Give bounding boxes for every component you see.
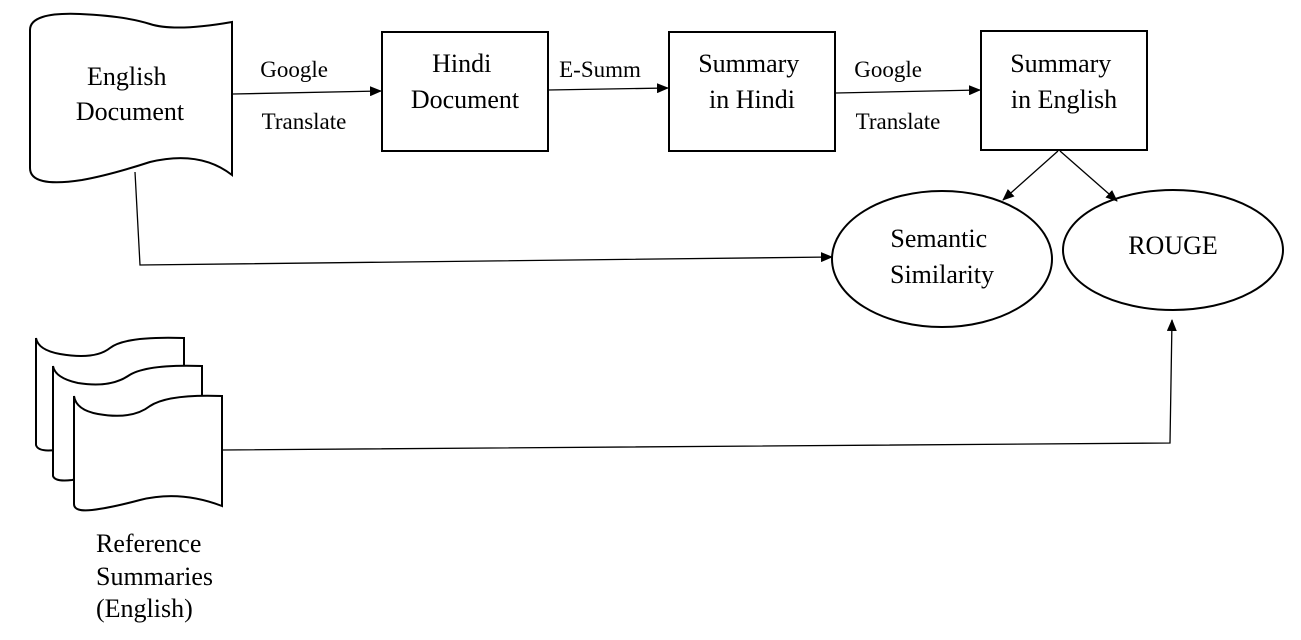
hindi-document-line-1: Hindi xyxy=(432,49,491,78)
edge-reference-summaries-to-rouge xyxy=(222,319,1177,451)
reference-summaries-node: Reference Summaries (English) xyxy=(35,336,223,623)
hindi-document-box xyxy=(381,31,549,152)
edge-label-google-translate-1: Google Translate xyxy=(260,57,346,134)
english-document-label: English Document xyxy=(76,62,185,126)
summary-english-label: Summary in English xyxy=(1010,49,1118,114)
document-shape xyxy=(29,12,233,184)
edge-label-google-translate-1-line-2: Translate xyxy=(262,109,347,134)
hindi-document-node: Hindi Document xyxy=(381,31,549,152)
edge-summary-english-to-rouge xyxy=(1059,150,1118,202)
edge-label-esumm: E-Summ xyxy=(559,57,641,82)
hindi-document-label: Hindi Document xyxy=(411,49,520,114)
edge-summary-hindi-to-summary-english xyxy=(835,85,981,96)
edge-label-google-translate-2-line-1: Google xyxy=(854,57,922,82)
edge-english-to-hindi-document xyxy=(232,86,382,97)
semantic-similarity-node: Semantic Similarity xyxy=(831,190,1053,328)
hindi-document-line-2: Document xyxy=(411,85,520,114)
edge-label-google-translate-2: Google Translate xyxy=(854,57,940,134)
rouge-label: ROUGE xyxy=(1128,231,1218,260)
semantic-similarity-line-1: Semantic xyxy=(890,224,987,253)
semantic-similarity-label: Semantic Similarity xyxy=(890,224,994,289)
reference-summaries-line-3: (English) xyxy=(96,594,193,623)
english-document-line-1: English xyxy=(87,62,166,91)
edge-hindi-document-to-summary-hindi xyxy=(547,83,669,94)
rouge-line-1: ROUGE xyxy=(1128,231,1218,260)
english-document-line-2: Document xyxy=(76,97,185,126)
reference-summaries-line-1: Reference xyxy=(96,529,201,558)
edge-summary-english-to-semantic-similarity xyxy=(1002,150,1059,201)
edge-english-document-to-semantic-similarity xyxy=(134,171,833,266)
semantic-similarity-line-2: Similarity xyxy=(890,260,994,289)
summary-hindi-line-1: Summary xyxy=(698,49,799,78)
rouge-node: ROUGE xyxy=(1062,189,1284,311)
edge-label-google-translate-1-line-1: Google xyxy=(260,57,328,82)
rouge-ellipse xyxy=(1062,189,1284,311)
english-document-node: English Document xyxy=(29,12,233,184)
summary-hindi-box xyxy=(668,31,836,152)
semantic-similarity-ellipse xyxy=(831,190,1053,328)
reference-document-front xyxy=(73,394,223,512)
reference-summaries-label: Reference Summaries (English) xyxy=(96,529,220,623)
summary-english-line-2: in English xyxy=(1011,85,1117,114)
summary-english-box xyxy=(980,30,1148,151)
summary-hindi-line-2: in Hindi xyxy=(709,85,795,114)
edge-label-esumm-line-1: E-Summ xyxy=(559,57,641,82)
summary-hindi-label: Summary in Hindi xyxy=(698,49,806,114)
summary-hindi-node: Summary in Hindi xyxy=(668,31,836,152)
summary-english-line-1: Summary xyxy=(1010,49,1111,78)
edge-label-google-translate-2-line-2: Translate xyxy=(856,109,941,134)
reference-summaries-line-2: Summaries xyxy=(96,562,213,591)
summary-english-node: Summary in English xyxy=(980,30,1148,151)
